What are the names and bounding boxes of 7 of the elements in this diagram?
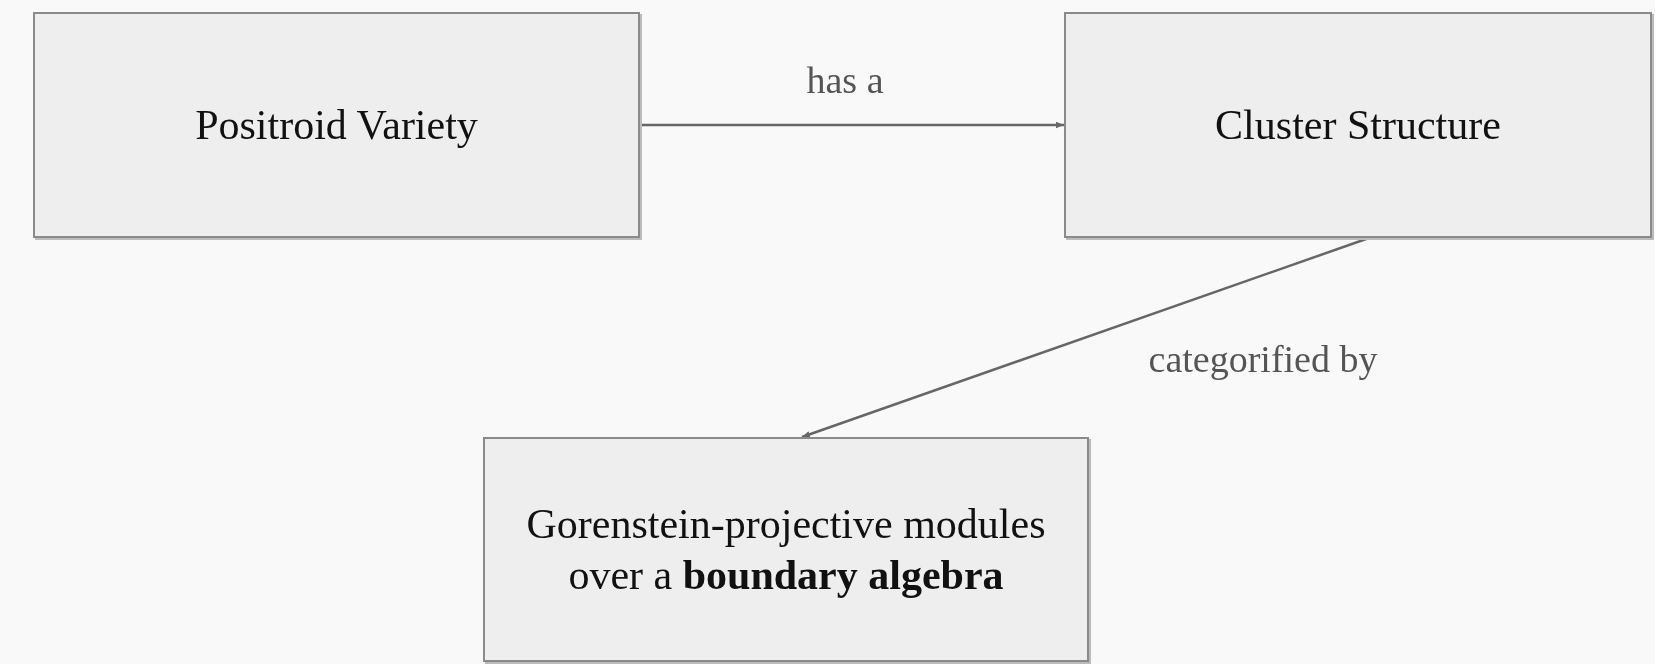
process-box bbox=[1064, 12, 1652, 238]
node-label: Positroid Variety bbox=[195, 100, 478, 150]
node-label: Gorenstein-projective modules over a boundary algebra bbox=[525, 500, 1047, 600]
node-label: Cluster Structure bbox=[1215, 100, 1501, 150]
process-box bbox=[483, 437, 1089, 662]
arrow bbox=[640, 121, 1064, 129]
process-box bbox=[33, 12, 640, 238]
